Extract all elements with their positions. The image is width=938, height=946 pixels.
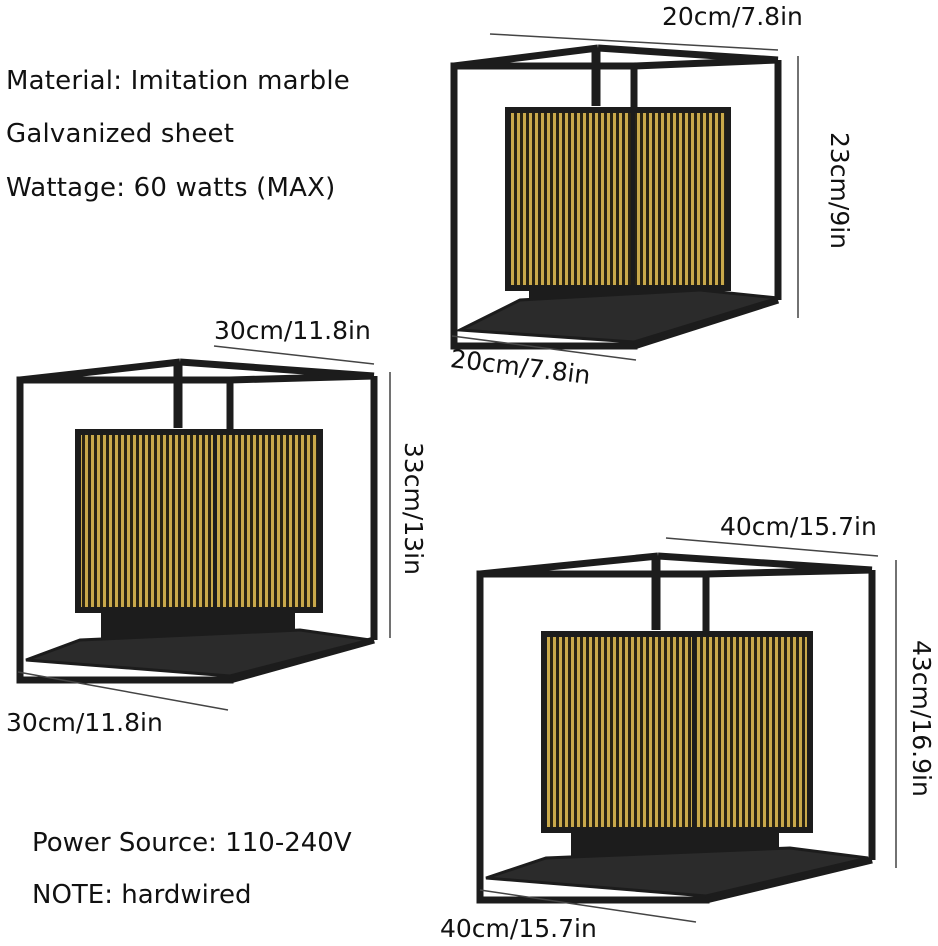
lamp-medium	[16, 358, 378, 684]
small-top-width-label: 20cm/7.8in	[662, 2, 803, 31]
dimension-lines	[17, 33, 897, 923]
small-height-label: 23cm/9in	[825, 132, 854, 250]
large-height-label: 43cm/16.9in	[907, 640, 936, 797]
large-bottom-width-label: 40cm/15.7in	[440, 914, 597, 943]
medium-top-width-label: 30cm/11.8in	[214, 316, 371, 345]
sheet-text: Galvanized sheet	[6, 119, 235, 149]
medium-bottom-width-label: 30cm/11.8in	[6, 708, 163, 737]
medium-height-label: 33cm/13in	[399, 442, 428, 575]
power-source-text: Power Source: 110-240V	[32, 828, 352, 858]
large-top-width-label: 40cm/15.7in	[720, 512, 877, 541]
lamp-small	[450, 44, 782, 350]
wattage-text: Wattage: 60 watts (MAX)	[6, 173, 336, 203]
lamp-large	[476, 552, 876, 904]
note-text: NOTE: hardwired	[32, 880, 252, 910]
material-text: Material: Imitation marble	[6, 66, 350, 96]
